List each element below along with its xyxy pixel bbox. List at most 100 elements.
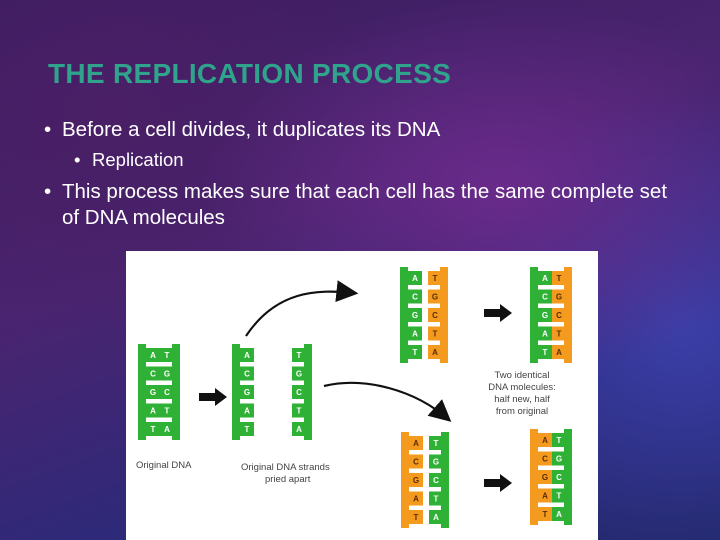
- pried-dna-right-base: [292, 422, 306, 436]
- original-dna-left-base: [146, 348, 160, 362]
- curved-arrow-top: [245, 280, 359, 337]
- original-dna-right-base-label: C: [164, 388, 170, 397]
- forming-bottom-left-backbone: [401, 432, 409, 528]
- pried-dna-left-base: [240, 348, 254, 362]
- result-bottom-right-base: [552, 433, 566, 447]
- forming-top-right-base-label: A: [432, 348, 438, 357]
- forming-top-left-base-label: A: [412, 330, 418, 339]
- forming-top-right-base-label: T: [433, 330, 438, 339]
- result-top-left-base-label: G: [542, 311, 548, 320]
- pried-dna-left-base: [240, 366, 254, 381]
- caption-result-line1: Two identical: [495, 370, 550, 381]
- caption-result-line2: DNA molecules:: [488, 382, 556, 393]
- result-top-left-base: [538, 308, 552, 322]
- caption-pried-line1: Original DNA strands: [241, 462, 330, 473]
- pried-dna-right-base-label: C: [296, 388, 302, 397]
- original-dna-right-base: [160, 366, 174, 381]
- result-top-right-base-label: C: [556, 311, 562, 320]
- forming-top-right-backbone: [440, 267, 448, 363]
- result-bottom-right-backbone: [564, 429, 572, 525]
- result-top-right-base-label: T: [557, 274, 562, 283]
- original-dna-right-base-label: T: [165, 351, 170, 360]
- result-top-right-base-label: A: [556, 348, 562, 357]
- result-top-right-base-label: G: [556, 293, 562, 302]
- forming-bottom-left-base: [409, 454, 423, 469]
- forming-top-right-base: [428, 308, 442, 322]
- original-dna-right-base: [160, 385, 174, 399]
- forming-bottom-right-base-label: G: [433, 458, 439, 467]
- result-bottom-left-base: [538, 451, 552, 466]
- pried-dna-left-backbone: [232, 344, 240, 440]
- result-top-right-backbone: [564, 267, 572, 363]
- result-top-right-base-label: T: [557, 330, 562, 339]
- original-dna-left-base-label: A: [150, 407, 156, 416]
- result-top-left-base-label: A: [542, 274, 548, 283]
- original-dna-right-base: [160, 422, 174, 436]
- bullet-list: Before a cell divides, it duplicates its…: [44, 117, 684, 235]
- forming-bottom-right-base: [429, 436, 443, 450]
- forming-top-right-base: [428, 345, 442, 359]
- forming-bottom-left-base-label: C: [413, 458, 419, 467]
- pried-dna-left-base-label: C: [244, 370, 250, 379]
- pried-dna-right-base: [292, 403, 306, 418]
- caption-result-line3: half new, half: [494, 394, 550, 405]
- pried-dna-left-base: [240, 385, 254, 399]
- forming-bottom-left-base: [409, 510, 423, 524]
- original-dna-left-base: [146, 385, 160, 399]
- original-dna-right-base-label: T: [165, 407, 170, 416]
- pried-dna-left-base: [240, 403, 254, 418]
- result-bottom-right-base: [552, 470, 566, 484]
- forming-top-left-base-label: A: [412, 274, 418, 283]
- original-dna-right-backbone: [172, 344, 180, 440]
- forming-bottom-left-base: [409, 436, 423, 450]
- block-arrow-2: [484, 304, 512, 322]
- block-arrow-1: [199, 388, 227, 406]
- forming-bottom-right-base: [429, 491, 443, 506]
- forming-top-right-base: [428, 271, 442, 285]
- forming-top-left-backbone: [400, 267, 408, 363]
- caption-pried-line2: pried apart: [265, 474, 311, 485]
- forming-top-right-base: [428, 326, 442, 341]
- pried-dna-left-base-label: A: [244, 351, 250, 360]
- forming-bottom-left-base-label: A: [413, 439, 419, 448]
- dna-diagram-svg: ACGATTGCTAACGATTGCTAACGATTGCTAACGATTGCTA…: [136, 267, 572, 528]
- forming-bottom-left-base: [409, 473, 423, 487]
- block-arrow-3: [484, 474, 512, 492]
- result-bottom-left-base-label: A: [542, 492, 548, 501]
- original-dna-left-base-label: A: [150, 351, 156, 360]
- forming-top-right-base-label: C: [432, 311, 438, 320]
- forming-bottom-right-base: [429, 473, 443, 487]
- original-dna-right-base-label: A: [164, 425, 170, 434]
- forming-top-right-base-label: G: [432, 293, 438, 302]
- pried-dna-right-backbone: [304, 344, 312, 440]
- forming-bottom-right-base-label: T: [434, 439, 439, 448]
- original-dna-left-base-label: G: [150, 388, 156, 397]
- caption-result-line4: from original: [496, 406, 548, 417]
- result-bottom-right-base-label: C: [556, 473, 562, 482]
- pried-dna-right-base-label: G: [296, 370, 302, 379]
- bullet-item: Before a cell divides, it duplicates its…: [44, 117, 684, 143]
- result-bottom-left-backbone: [530, 429, 538, 525]
- original-dna-right-base: [160, 403, 174, 418]
- forming-top-left-base: [408, 271, 422, 285]
- result-top-left-backbone: [530, 267, 538, 363]
- original-dna-left-base: [146, 422, 160, 436]
- pried-dna-right-base-label: T: [297, 407, 302, 416]
- pried-dna-right-base: [292, 366, 306, 381]
- forming-bottom-left-base: [409, 491, 423, 506]
- forming-bottom-right-base-label: T: [434, 495, 439, 504]
- original-dna-left-base-label: T: [151, 425, 156, 434]
- forming-bottom-right-base-label: C: [433, 476, 439, 485]
- result-bottom-right-base-label: G: [556, 455, 562, 464]
- result-top-right-base: [552, 271, 566, 285]
- forming-top-left-base-label: C: [412, 293, 418, 302]
- result-bottom-left-base-label: A: [542, 436, 548, 445]
- caption-original-dna: Original DNA: [136, 460, 192, 471]
- result-top-right-base: [552, 289, 566, 304]
- forming-bottom-right-base: [429, 454, 443, 469]
- original-dna-right-base: [160, 348, 174, 362]
- result-top-right-base: [552, 326, 566, 341]
- pried-dna-left-base: [240, 422, 254, 436]
- forming-top-left-base: [408, 289, 422, 304]
